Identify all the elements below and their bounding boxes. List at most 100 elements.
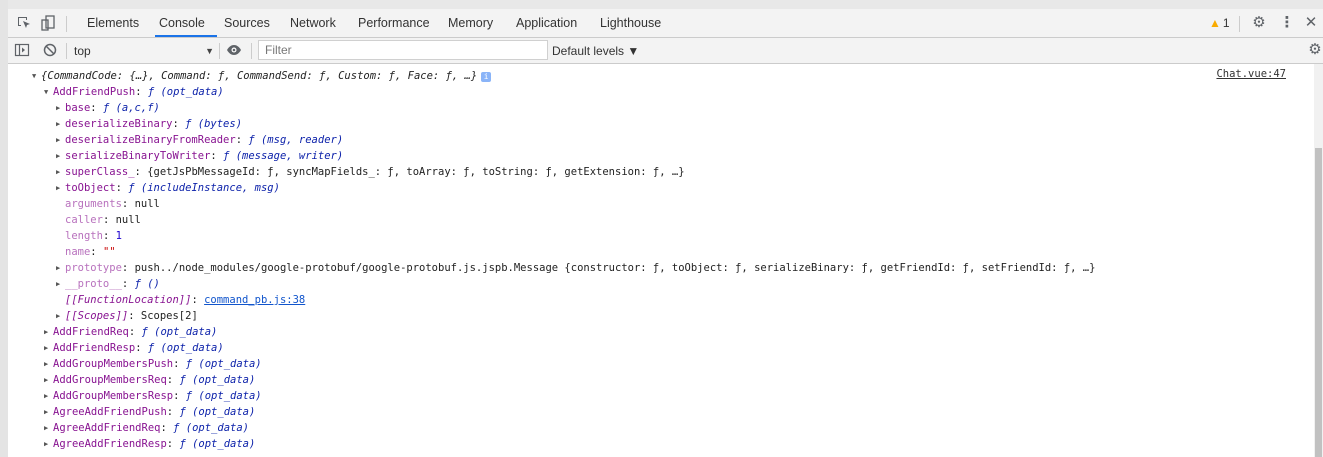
tree-row[interactable]: ▶AgreeAddFriendResp: ƒ (opt_data) (44, 438, 256, 450)
tree-row[interactable]: ▶AgreeAddFriendReq: ƒ (opt_data) (44, 422, 249, 434)
expanded-arrow-icon[interactable]: ▼ (32, 72, 37, 80)
tree-row: name: "" (65, 246, 116, 258)
property-value: ƒ (msg, reader) (248, 134, 344, 146)
device-toolbar-icon[interactable] (40, 15, 56, 31)
tab-elements[interactable]: Elements (87, 16, 140, 30)
tree-row[interactable]: ▶base: ƒ (a,c,f) (56, 102, 160, 114)
collapsed-arrow-icon[interactable]: ▶ (44, 408, 49, 416)
warning-icon: ▲ (1209, 16, 1221, 30)
tree-row[interactable]: ▶AddGroupMembersResp: ƒ (opt_data) (44, 390, 262, 402)
tree-row[interactable]: ▶deserializeBinaryFromReader: ƒ (msg, re… (56, 134, 344, 146)
tree-row[interactable]: ▶AddGroupMembersReq: ƒ (opt_data) (44, 374, 256, 386)
collapsed-arrow-icon[interactable]: ▶ (56, 104, 61, 112)
collapsed-arrow-icon[interactable]: ▶ (44, 376, 49, 384)
filter-input[interactable] (258, 40, 548, 60)
property-key: AddGroupMembersPush (53, 358, 174, 370)
collapsed-arrow-icon[interactable]: ▶ (56, 136, 61, 144)
property-value: ƒ (opt_data) (173, 422, 249, 434)
context-selector-value: top (74, 44, 91, 58)
collapsed-arrow-icon[interactable]: ▶ (44, 344, 49, 352)
tab-memory[interactable]: Memory (448, 16, 494, 30)
expanded-arrow-icon[interactable]: ▼ (44, 88, 49, 96)
function-location-link[interactable]: command_pb.js:38 (204, 294, 306, 306)
property-value: "" (102, 246, 116, 258)
property-value: push../node_modules/google-protobuf/goog… (134, 262, 1096, 274)
inspect-element-icon[interactable] (16, 15, 32, 31)
tree-row-scopes[interactable]: ▶[[Scopes]]: Scopes[2] (56, 310, 198, 322)
root-object-row[interactable]: ▼ {CommandCode: {…}, Command: ƒ, CommandS… (32, 68, 492, 84)
console-output: Chat.vue:47 ▼ {CommandCode: {…}, Command:… (8, 64, 1314, 457)
collapsed-arrow-icon[interactable]: ▶ (56, 120, 61, 128)
clear-console-icon[interactable] (42, 42, 58, 58)
property-key: AddFriendResp (53, 342, 136, 354)
property-key: AgreeAddFriendReq (53, 422, 161, 434)
toolbar-divider (1239, 16, 1240, 32)
settings-gear-icon[interactable]: ⚙ (1252, 14, 1266, 31)
property-key: base (65, 102, 91, 114)
show-sidebar-icon[interactable] (14, 42, 30, 58)
devtools-main-toolbar: Elements Console Sources Network Perform… (8, 9, 1323, 38)
console-toolbar: top ▼ Default levels ▼ ⚙ (8, 38, 1323, 64)
dropdown-caret-icon: ▼ (205, 46, 214, 56)
property-value: ƒ () (134, 278, 160, 290)
property-value: null (115, 214, 141, 226)
log-levels-dropdown[interactable]: Default levels ▼ (552, 44, 640, 58)
property-value: ƒ (opt_data) (147, 342, 224, 354)
tree-row[interactable]: ▶AddFriendReq: ƒ (opt_data) (44, 326, 218, 338)
collapsed-arrow-icon[interactable]: ▶ (44, 360, 49, 368)
toolbar-divider (251, 43, 252, 59)
console-settings-gear-icon[interactable]: ⚙ (1308, 41, 1322, 58)
property-value: ƒ (opt_data) (179, 374, 256, 386)
collapsed-arrow-icon[interactable]: ▶ (56, 184, 61, 192)
property-key: toObject (65, 182, 116, 194)
root-object-summary: {CommandCode: {…}, Command: ƒ, CommandSe… (41, 70, 478, 82)
more-options-icon[interactable]: ⋮ (1279, 14, 1295, 31)
collapsed-arrow-icon[interactable]: ▶ (56, 168, 61, 176)
warning-count: 1 (1222, 16, 1230, 30)
property-key: __proto__ (65, 278, 122, 290)
tab-console[interactable]: Console (159, 16, 205, 30)
tree-row-proto[interactable]: ▶__proto__: ƒ () (56, 278, 160, 290)
info-icon: i (481, 72, 492, 82)
collapsed-arrow-icon[interactable]: ▶ (56, 280, 61, 288)
toolbar-divider (66, 43, 67, 59)
collapsed-arrow-icon[interactable]: ▶ (44, 392, 49, 400)
source-link[interactable]: Chat.vue:47 (1216, 68, 1286, 80)
window-frame-top (0, 0, 1323, 9)
property-key: prototype (65, 262, 122, 274)
console-scrollbar-thumb[interactable] (1315, 148, 1322, 457)
collapsed-arrow-icon[interactable]: ▶ (56, 152, 61, 160)
collapsed-arrow-icon[interactable]: ▶ (44, 424, 49, 432)
collapsed-arrow-icon[interactable]: ▶ (56, 312, 61, 320)
property-value: ƒ (opt_data) (147, 86, 224, 98)
collapsed-arrow-icon[interactable]: ▶ (44, 328, 49, 336)
context-selector[interactable]: top ▼ (74, 42, 214, 60)
close-icon[interactable]: ✕ (1304, 14, 1318, 31)
tab-performance[interactable]: Performance (358, 16, 430, 30)
live-expression-eye-icon[interactable] (226, 42, 242, 58)
tree-row[interactable]: ▶AgreeAddFriendPush: ƒ (opt_data) (44, 406, 256, 418)
property-value: ƒ (opt_data) (185, 390, 262, 402)
tree-row[interactable]: ▶superClass_: {getJsPbMessageId: ƒ, sync… (56, 166, 685, 178)
warnings-counter[interactable]: ▲1 (1209, 9, 1230, 37)
property-key: AgreeAddFriendResp (53, 438, 167, 450)
tree-row[interactable]: ▶AddFriendResp: ƒ (opt_data) (44, 342, 224, 354)
tree-row[interactable]: ▶serializeBinaryToWriter: ƒ (message, wr… (56, 150, 344, 162)
tree-row[interactable]: ▶AddGroupMembersPush: ƒ (opt_data) (44, 358, 262, 370)
toolbar-divider (66, 16, 67, 32)
property-value: null (134, 198, 160, 210)
tab-application[interactable]: Application (516, 16, 578, 30)
property-key: deserializeBinary (65, 118, 173, 130)
tab-lighthouse[interactable]: Lighthouse (600, 16, 662, 30)
tree-row: arguments: null (65, 198, 160, 210)
tree-row-prototype[interactable]: ▶prototype: push../node_modules/google-p… (56, 262, 1096, 274)
property-value: 1 (115, 230, 122, 242)
tab-sources[interactable]: Sources (224, 16, 270, 30)
collapsed-arrow-icon[interactable]: ▶ (56, 264, 61, 272)
tree-row-addfriendpush[interactable]: ▼AddFriendPush: ƒ (opt_data) (44, 86, 224, 98)
property-key: [[FunctionLocation]] (65, 294, 192, 306)
tree-row[interactable]: ▶deserializeBinary: ƒ (bytes) (56, 118, 243, 130)
tree-row[interactable]: ▶toObject: ƒ (includeInstance, msg) (56, 182, 280, 194)
collapsed-arrow-icon[interactable]: ▶ (44, 440, 49, 448)
tab-network[interactable]: Network (290, 16, 336, 30)
